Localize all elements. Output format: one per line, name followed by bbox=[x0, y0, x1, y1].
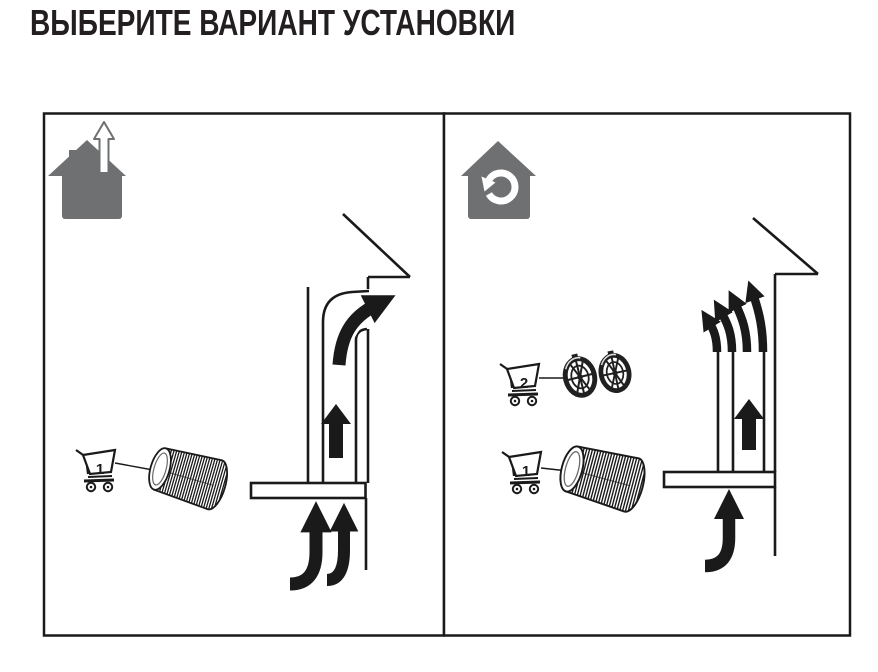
roof-slope-line bbox=[752, 217, 819, 275]
house-body bbox=[62, 171, 122, 219]
page-title-text: ВЫБЕРИТЕ ВАРИАНТ УСТАНОВКИ bbox=[30, 2, 516, 43]
cart-quantity: 2 bbox=[520, 375, 528, 392]
recirculation-duct-outline bbox=[716, 345, 766, 472]
page-title: ВЫБЕРИТЕ ВАРИАНТ УСТАНОВКИ bbox=[30, 2, 652, 44]
shopping-cart-part-2: 2 bbox=[498, 362, 565, 407]
fan-arrow-3 bbox=[728, 290, 752, 353]
hood-body bbox=[249, 481, 367, 500]
house-body bbox=[468, 171, 530, 219]
wall-and-roof-outline bbox=[306, 213, 411, 570]
fan-arrow-4 bbox=[745, 280, 768, 353]
callout-line bbox=[114, 462, 154, 471]
shopping-cart-part-1: 1 bbox=[74, 448, 154, 493]
duct-inner-line bbox=[354, 327, 368, 483]
intake-arrow-left bbox=[289, 501, 332, 591]
panel-recirculation-mode: 2 1 bbox=[442, 112, 852, 637]
airflow-arrows bbox=[701, 280, 770, 573]
airflow-exit-arrow bbox=[332, 295, 396, 366]
intake-arrow-right bbox=[326, 502, 359, 586]
exhaust-duct-outline bbox=[321, 289, 370, 483]
airflow-arrows bbox=[289, 295, 396, 591]
roof-slope-line bbox=[342, 213, 411, 278]
duct-outer-line bbox=[321, 289, 370, 483]
house-exhaust-icon bbox=[48, 121, 126, 219]
house-roof bbox=[461, 141, 536, 176]
recirculation-arrow-icon bbox=[481, 169, 519, 205]
hood-body bbox=[662, 470, 777, 489]
fan-arrow-2 bbox=[713, 299, 737, 353]
recirculation-fan-arrows bbox=[701, 280, 770, 353]
intake-arrow bbox=[704, 488, 745, 573]
airflow-up-arrow bbox=[734, 399, 764, 450]
cart-quantity: 1 bbox=[96, 461, 104, 478]
wall-and-roof-outline bbox=[752, 217, 819, 556]
fan-arrow-1 bbox=[701, 309, 722, 353]
airflow-up-arrow bbox=[321, 404, 351, 458]
exhaust-up-arrow-icon bbox=[93, 121, 115, 174]
panel-exhaust-mode: 1 bbox=[42, 112, 446, 637]
cart-quantity: 1 bbox=[522, 463, 530, 480]
house-recirculation-icon bbox=[461, 141, 536, 219]
